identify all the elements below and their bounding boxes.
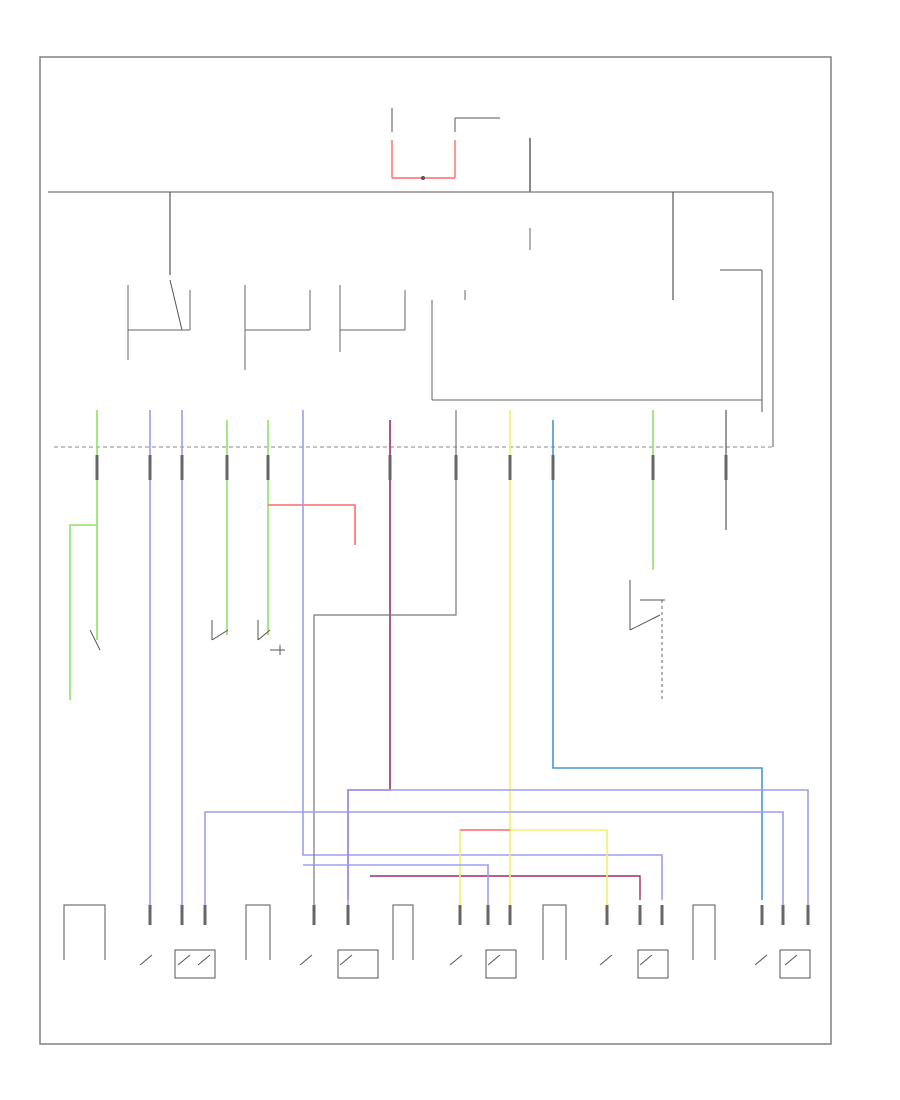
- left-fuse: [169, 192, 183, 331]
- window-unit-4: [542, 904, 669, 979]
- window-unit-3: [392, 904, 517, 979]
- window-unit-2: [245, 904, 379, 979]
- gray-wire: [313, 410, 457, 905]
- red-wire-tap: [268, 504, 356, 545]
- master-switch-assembly: [127, 228, 762, 401]
- top-connector-pins: [95, 455, 728, 480]
- purple-wire: [347, 420, 391, 900]
- diagram-frame: [39, 56, 832, 1045]
- yellow-wire-branch-2: [510, 829, 608, 905]
- blue-wire-3: [302, 410, 663, 900]
- green-wire-1-branch: [69, 524, 97, 700]
- left-switch-detail: [89, 620, 285, 655]
- purple-wire-2: [370, 875, 641, 900]
- window-units: [63, 904, 811, 979]
- splice-dot: [421, 176, 425, 180]
- right-fuse: [672, 192, 763, 412]
- window-unit-1: [63, 904, 216, 979]
- lightblue-bus-2: [347, 789, 809, 905]
- top-fuse-block: [391, 108, 531, 192]
- teal-wire: [552, 420, 763, 900]
- bottom-connector-pins: [148, 905, 810, 925]
- lightblue-bus-1: [204, 811, 784, 905]
- window-unit-5: [692, 904, 811, 979]
- right-switch-detail: [629, 580, 665, 631]
- lightblue-bus-3: [303, 864, 489, 905]
- wire-harness: [69, 410, 809, 910]
